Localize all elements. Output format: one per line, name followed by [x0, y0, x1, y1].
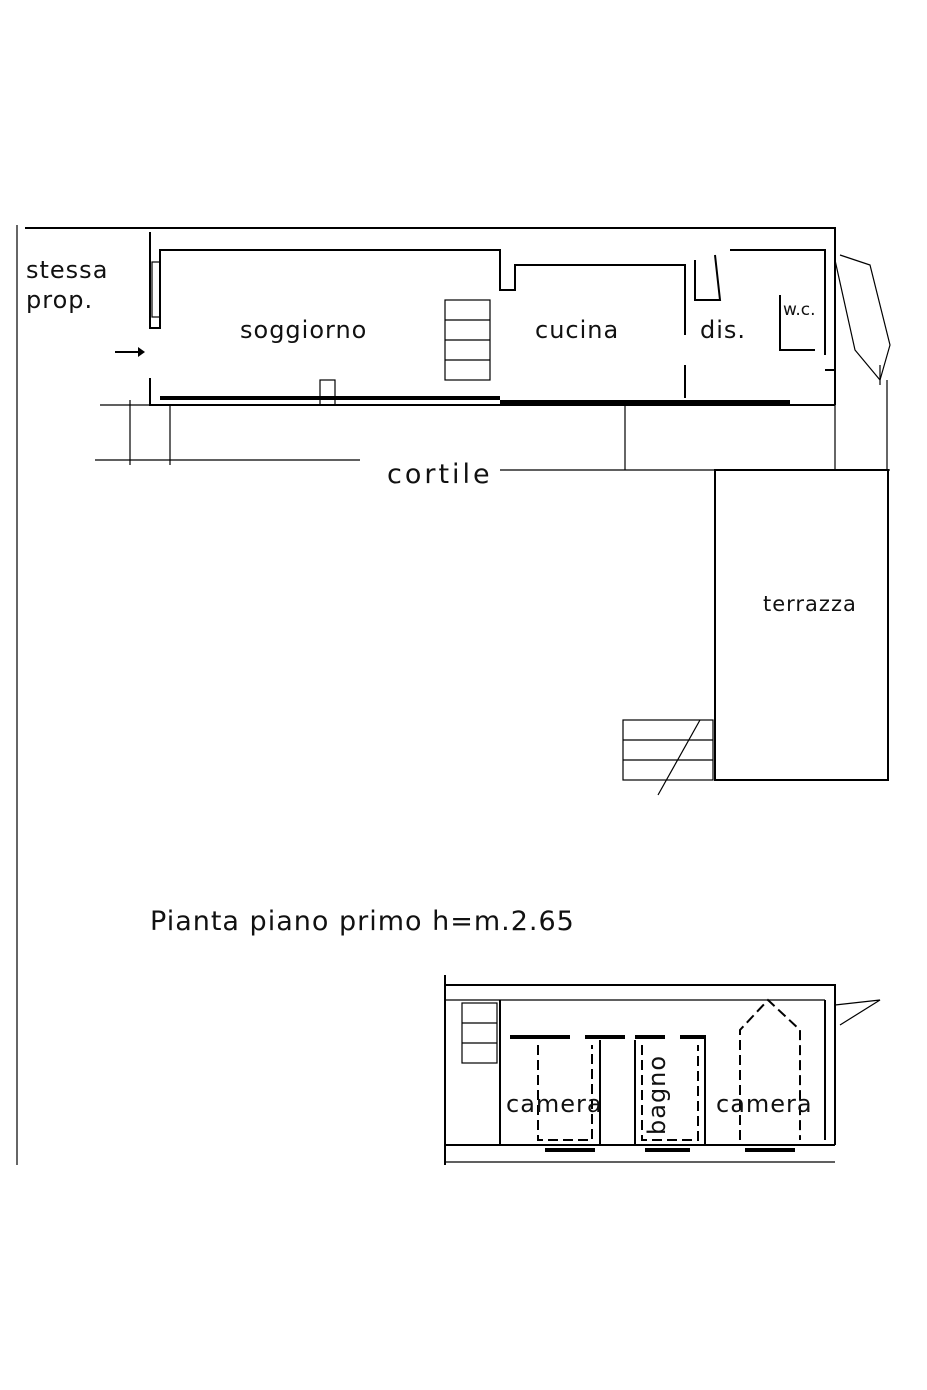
area-label-cortile: cortile: [387, 459, 493, 490]
room-label-cucina: cucina: [535, 316, 619, 344]
label-neighbor-line1: stessa: [26, 256, 108, 284]
room-label-camera-left: camera: [506, 1090, 603, 1118]
room-label-soggiorno: soggiorno: [240, 316, 367, 344]
room-label-wc: w.c.: [783, 300, 816, 320]
ground-floor-walls: [25, 227, 891, 796]
first-floor-title: Pianta piano primo h=m.2.65: [150, 906, 575, 937]
label-neighbor-line2: prop.: [26, 286, 93, 314]
room-label-dis: dis.: [700, 316, 746, 344]
first-floor-walls: [444, 975, 881, 1165]
area-label-terrazza: terrazza: [763, 592, 857, 616]
room-label-camera-right: camera: [716, 1090, 813, 1118]
room-label-bagno: bagno: [643, 1055, 671, 1135]
